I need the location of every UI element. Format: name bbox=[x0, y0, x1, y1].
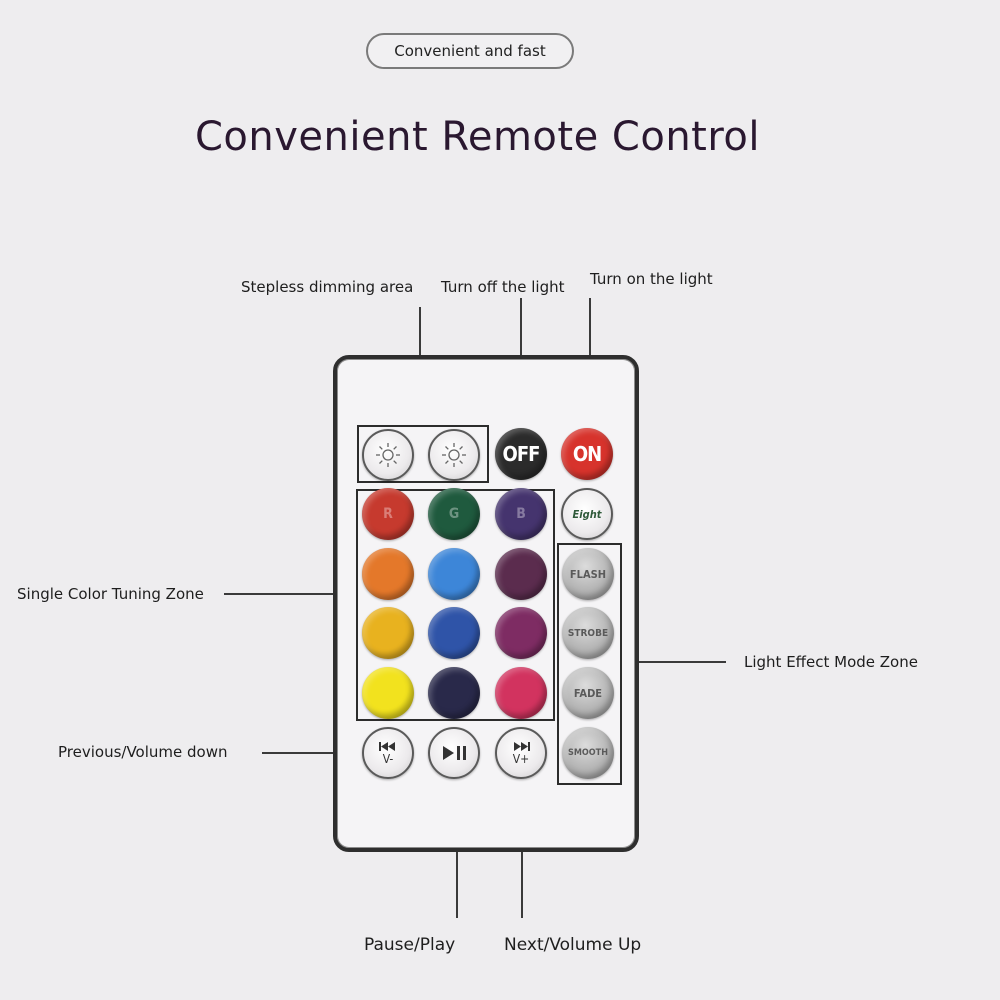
red-letter: R bbox=[383, 506, 393, 522]
label-turn-on: Turn on the light bbox=[590, 270, 713, 288]
color-blue-button[interactable]: B bbox=[495, 488, 547, 540]
brightness-down-button[interactable] bbox=[362, 429, 414, 481]
color-button[interactable] bbox=[362, 667, 414, 719]
color-button[interactable] bbox=[428, 607, 480, 659]
off-button[interactable]: OFF bbox=[495, 428, 547, 480]
pointer-line-next bbox=[521, 790, 523, 918]
color-button[interactable] bbox=[362, 607, 414, 659]
label-previous-volume: Previous/Volume down bbox=[58, 743, 228, 761]
previous-icon bbox=[379, 742, 395, 751]
smooth-label: SMOOTH bbox=[568, 748, 608, 758]
eight-button[interactable]: Eight bbox=[561, 488, 613, 540]
previous-volume-down-button[interactable]: V- bbox=[362, 727, 414, 779]
brightness-up-button[interactable] bbox=[428, 429, 480, 481]
color-button[interactable] bbox=[495, 548, 547, 600]
eight-label: Eight bbox=[572, 507, 602, 521]
play-pause-icon bbox=[443, 746, 466, 760]
smooth-mode-button[interactable]: SMOOTH bbox=[562, 727, 614, 779]
sun-icon bbox=[376, 443, 400, 467]
blue-letter: B bbox=[516, 506, 526, 522]
color-green-button[interactable]: G bbox=[428, 488, 480, 540]
label-stepless-dimming: Stepless dimming area bbox=[241, 278, 414, 296]
strobe-mode-button[interactable]: STROBE bbox=[562, 607, 614, 659]
next-volume-up-button[interactable]: V+ bbox=[495, 727, 547, 779]
fade-label: FADE bbox=[573, 686, 603, 700]
pointer-line-previous bbox=[262, 752, 362, 754]
label-next-volume: Next/Volume Up bbox=[504, 935, 642, 955]
flash-mode-button[interactable]: FLASH bbox=[562, 548, 614, 600]
flash-label: FLASH bbox=[569, 567, 607, 581]
color-button[interactable] bbox=[428, 548, 480, 600]
dimming-zone-box bbox=[357, 425, 489, 483]
color-button[interactable] bbox=[428, 667, 480, 719]
off-label: OFF bbox=[502, 442, 541, 466]
pointer-line-light-effect bbox=[620, 661, 726, 663]
pause-play-button[interactable] bbox=[428, 727, 480, 779]
label-turn-off: Turn off the light bbox=[441, 278, 565, 296]
color-button[interactable] bbox=[495, 607, 547, 659]
next-icon bbox=[514, 742, 530, 751]
on-button[interactable]: ON bbox=[561, 428, 613, 480]
label-single-color-zone: Single Color Tuning Zone bbox=[17, 585, 204, 603]
pointer-line-single-color bbox=[224, 593, 358, 595]
color-red-button[interactable]: R bbox=[362, 488, 414, 540]
page-title: Convenient Remote Control bbox=[195, 114, 760, 160]
label-pause-play: Pause/Play bbox=[364, 935, 456, 955]
strobe-label: STROBE bbox=[567, 627, 609, 639]
green-letter: G bbox=[448, 506, 460, 522]
label-light-effect-zone: Light Effect Mode Zone bbox=[744, 653, 918, 671]
color-button[interactable] bbox=[362, 548, 414, 600]
pointer-line-pause bbox=[456, 790, 458, 918]
tagline-pill: Convenient and fast bbox=[366, 33, 574, 69]
on-label: ON bbox=[572, 442, 602, 466]
color-button[interactable] bbox=[495, 667, 547, 719]
effect-zone-box bbox=[557, 543, 622, 785]
volume-up-label: V+ bbox=[512, 752, 530, 766]
fade-mode-button[interactable]: FADE bbox=[562, 667, 614, 719]
volume-down-label: V- bbox=[382, 752, 394, 766]
sun-icon bbox=[442, 443, 466, 467]
